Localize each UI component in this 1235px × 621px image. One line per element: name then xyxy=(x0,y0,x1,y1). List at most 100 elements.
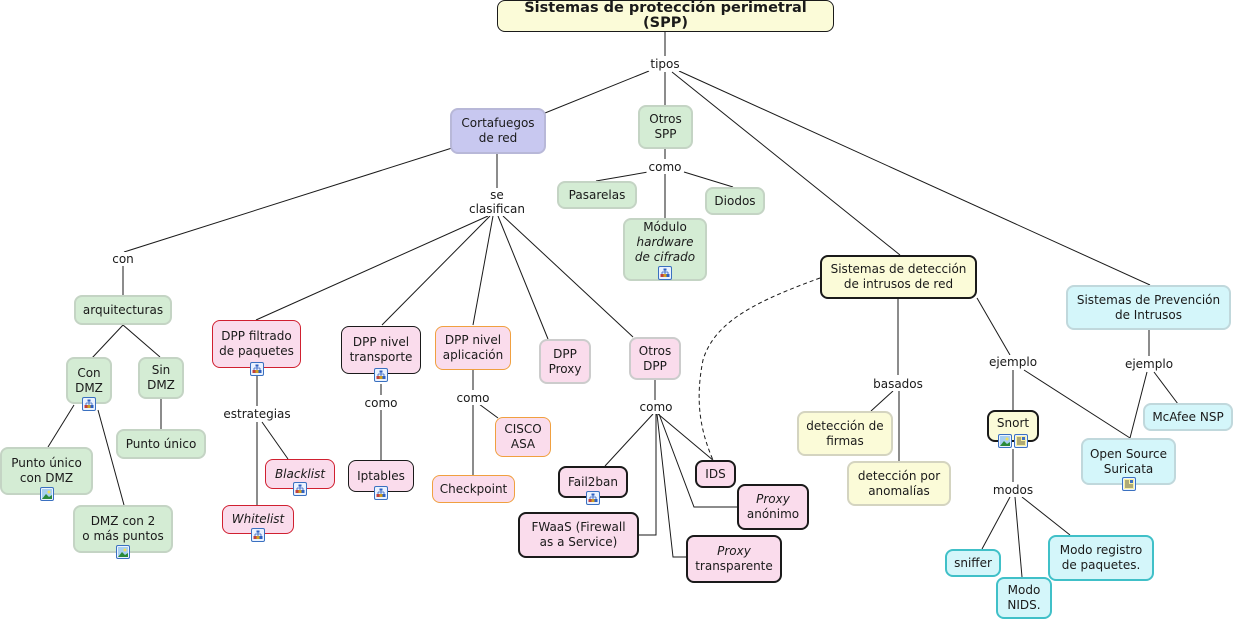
concept-fwaas[interactable]: FWaaS (Firewall as a Service) xyxy=(518,512,639,558)
concept-label: DPP filtrado de paquetes xyxy=(219,329,294,358)
concept-sistemas-deteccion-intrusos[interactable]: Sistemas de detección de intrusos de red xyxy=(820,255,977,299)
concept-label: Diodos xyxy=(714,193,756,208)
concept-mcafee-nsp[interactable]: McAfee NSP xyxy=(1143,403,1233,431)
document-icon[interactable] xyxy=(1014,434,1028,448)
submap-icon[interactable] xyxy=(374,368,388,382)
concept-dpp-nivel-aplicacion[interactable]: DPP nivel aplicación xyxy=(435,326,511,370)
link-line xyxy=(47,404,75,448)
concept-label: Punto único xyxy=(125,436,197,451)
concept-label: Punto único con DMZ xyxy=(11,456,82,485)
concept-label-italic: Proxy xyxy=(756,492,790,506)
concept-whitelist[interactable]: Whitelist xyxy=(222,505,294,542)
document-icon[interactable] xyxy=(1121,477,1136,491)
link-line xyxy=(657,413,715,462)
linking-phrase-como-transporte[interactable]: como xyxy=(362,396,400,410)
concept-open-source-suricata[interactable]: Open Source Suricata xyxy=(1081,438,1176,491)
linking-phrase-con[interactable]: con xyxy=(110,252,136,266)
cross-link-dashed xyxy=(698,277,821,461)
concept-proxy-transparente[interactable]: Proxy transparente xyxy=(686,535,782,583)
concept-proxy-anonimo[interactable]: Proxy anónimo xyxy=(737,484,809,530)
concept-label: Otros DPP xyxy=(638,343,672,373)
linking-phrase-tipos[interactable]: tipos xyxy=(648,57,682,71)
concept-ids[interactable]: IDS xyxy=(695,460,736,488)
concept-cisco-asa[interactable]: CISCO ASA xyxy=(495,417,551,457)
link-line xyxy=(976,297,1011,356)
concept-label: Módulo xyxy=(643,219,687,234)
linking-phrase-basados[interactable]: basados xyxy=(871,377,925,391)
concept-label: Checkpoint xyxy=(439,481,508,496)
linking-phrase-como-otros-dpp[interactable]: como xyxy=(637,400,675,414)
concept-pasarelas[interactable]: Pasarelas xyxy=(557,181,637,209)
linking-phrase-como-aplicacion[interactable]: como xyxy=(454,391,492,405)
link-line xyxy=(683,171,734,188)
linking-phrase-estrategias[interactable]: estrategias xyxy=(221,407,293,421)
concept-label-italic: Blacklist xyxy=(274,466,326,481)
concept-sistemas-prevencion-intrusos[interactable]: Sistemas de Prevención de Intrusos xyxy=(1066,285,1231,330)
concept-dpp-filtrado-paquetes[interactable]: DPP filtrado de paquetes xyxy=(212,320,301,376)
concept-checkpoint[interactable]: Checkpoint xyxy=(432,475,515,503)
concept-dpp-nivel-transporte[interactable]: DPP nivel transporte xyxy=(341,326,421,382)
link-line xyxy=(472,215,494,326)
link-line xyxy=(870,390,894,412)
submap-icon[interactable] xyxy=(249,362,264,376)
image-icon[interactable] xyxy=(998,434,1012,448)
link-line xyxy=(497,215,549,340)
concept-otros-dpp[interactable]: Otros DPP xyxy=(629,337,681,380)
concept-modulo-hardware-cifrado[interactable]: Módulo hardware de cifrado xyxy=(623,218,707,281)
link-line xyxy=(658,413,739,508)
concept-label: Sistemas de Prevención de Intrusos xyxy=(1076,292,1221,322)
concept-dpp-proxy[interactable]: DPP Proxy xyxy=(539,339,591,384)
submap-icon[interactable] xyxy=(658,265,672,280)
submap-icon[interactable] xyxy=(586,491,600,505)
link-line xyxy=(1023,369,1131,439)
linking-phrase-modos[interactable]: modos xyxy=(990,483,1036,497)
concept-fail2ban[interactable]: Fail2ban xyxy=(558,466,628,505)
concept-sin-dmz[interactable]: Sin DMZ xyxy=(138,357,184,399)
concept-modo-registro-paquetes[interactable]: Modo registro de paquetes. xyxy=(1048,535,1154,581)
link-line xyxy=(91,324,124,359)
concept-label-italic: Proxy xyxy=(717,544,751,558)
concept-label: sniffer xyxy=(954,555,992,570)
concept-con-dmz[interactable]: Con DMZ xyxy=(66,357,112,411)
linking-phrase-ejemplo-spi[interactable]: ejemplo xyxy=(1122,357,1176,371)
concept-otros-spp[interactable]: Otros SPP xyxy=(638,105,693,149)
link-line xyxy=(1021,496,1071,536)
linking-phrase-como-spp[interactable]: como xyxy=(646,160,684,174)
linking-phrase-se-clasifican[interactable]: se clasifican xyxy=(467,188,527,216)
concept-arquitecturas[interactable]: arquitecturas xyxy=(74,295,172,325)
root-concept-label: Sistemas de protección perimetral (SPP) xyxy=(524,0,807,31)
concept-diodos[interactable]: Diodos xyxy=(705,187,765,215)
image-icon[interactable] xyxy=(116,545,130,559)
concept-label: DMZ con 2 o más puntos xyxy=(82,514,164,543)
concept-label: IDS xyxy=(705,466,726,481)
concept-modo-nids[interactable]: Modo NIDS. xyxy=(996,577,1052,619)
concept-snort[interactable]: Snort xyxy=(987,410,1039,448)
linking-phrase-ejemplo-sdi[interactable]: ejemplo xyxy=(986,355,1040,369)
concept-punto-unico[interactable]: Punto único xyxy=(116,429,206,459)
link-line xyxy=(981,496,1011,550)
concept-iptables[interactable]: Iptables xyxy=(348,460,414,500)
concept-label-italic: Whitelist xyxy=(231,512,285,526)
link-line xyxy=(678,70,1151,286)
link-line xyxy=(1129,371,1148,439)
submap-icon[interactable] xyxy=(293,482,307,496)
concept-punto-unico-con-dmz[interactable]: Punto único con DMZ xyxy=(0,447,93,501)
link-line xyxy=(638,414,657,536)
concept-label: Sistemas de detección de intrusos de red xyxy=(830,262,967,291)
submap-icon[interactable] xyxy=(374,486,388,500)
link-line xyxy=(544,70,650,114)
root-concept-node[interactable]: Sistemas de protección perimetral (SPP) xyxy=(497,0,834,32)
image-icon[interactable] xyxy=(39,487,54,501)
submap-icon[interactable] xyxy=(251,528,265,542)
submap-icon[interactable] xyxy=(82,397,96,411)
concept-dmz-con-2-o-mas-puntos[interactable]: DMZ con 2 o más puntos xyxy=(73,505,173,559)
concept-label: CISCO ASA xyxy=(504,422,542,451)
concept-cortafuegos-de-red[interactable]: Cortafuegos de red xyxy=(450,108,546,154)
concept-deteccion-de-firmas[interactable]: detección de firmas xyxy=(797,411,893,456)
concept-blacklist[interactable]: Blacklist xyxy=(265,459,335,496)
concept-sniffer[interactable]: sniffer xyxy=(945,549,1001,577)
concept-deteccion-por-anomalias[interactable]: detección por anomalías xyxy=(847,461,951,506)
concept-label: Iptables xyxy=(357,468,405,483)
link-line xyxy=(656,413,687,558)
